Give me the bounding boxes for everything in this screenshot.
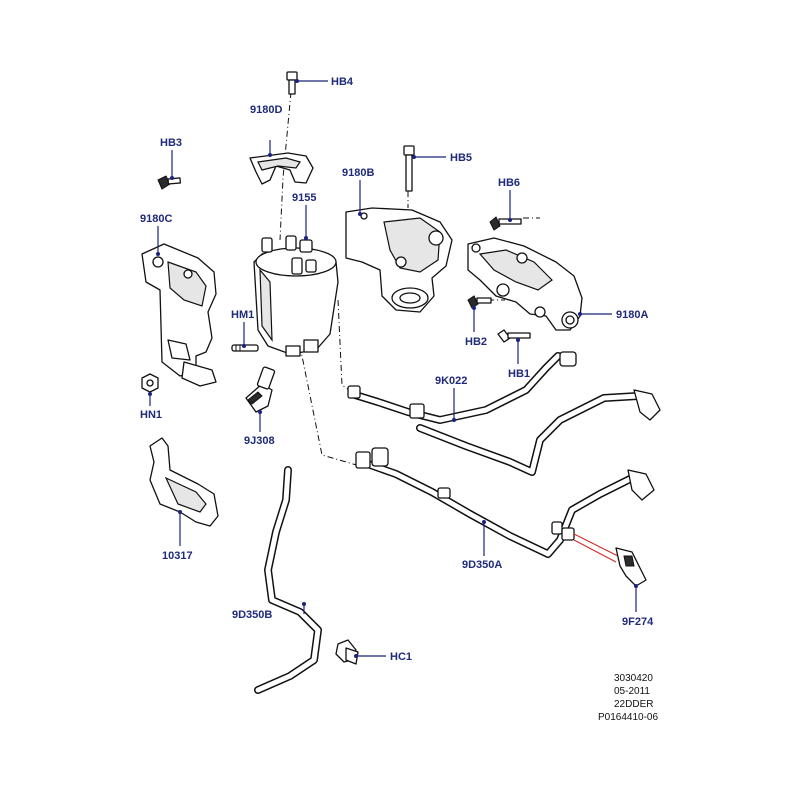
bolt-hb6[interactable] (489, 216, 522, 231)
label-hm1[interactable]: HM1 (231, 309, 254, 321)
reference-line-1: 3030420 (614, 673, 653, 684)
part-labels: HB4 9180D HB3 HB5 9180B HB6 9155 9180C H… (140, 76, 654, 663)
label-hb1[interactable]: HB1 (508, 368, 530, 380)
reference-line-3: 22DDER (614, 699, 653, 710)
label-9180b[interactable]: 9180B (342, 167, 374, 179)
label-9180d[interactable]: 9180D (250, 104, 282, 116)
clip-hc1[interactable] (335, 639, 359, 665)
fuel-filter-9155[interactable] (253, 235, 339, 357)
bolt-hb1[interactable] (497, 329, 531, 343)
label-9k022[interactable]: 9K022 (435, 375, 467, 387)
leaders (148, 79, 638, 658)
bracket-9180b[interactable] (345, 207, 453, 313)
label-9180c[interactable]: 9180C (140, 213, 172, 225)
label-hb6[interactable]: HB6 (498, 177, 520, 189)
label-hb5[interactable]: HB5 (450, 152, 472, 164)
sensor-9j308[interactable] (245, 366, 276, 413)
bracket-10317[interactable] (149, 437, 219, 527)
reference-line-2: 05-2011 (614, 686, 650, 697)
reference-line-4: P0164410-06 (598, 712, 658, 723)
bracket-9180c[interactable] (141, 243, 217, 387)
label-10317[interactable]: 10317 (162, 550, 193, 562)
label-9d350b[interactable]: 9D350B (232, 609, 272, 621)
label-9155[interactable]: 9155 (292, 192, 316, 204)
nut-hn1[interactable] (141, 373, 159, 393)
label-hb2[interactable]: HB2 (465, 336, 487, 348)
label-9f274[interactable]: 9F274 (622, 616, 654, 628)
label-9j308[interactable]: 9J308 (244, 435, 275, 447)
label-hn1[interactable]: HN1 (140, 409, 162, 421)
hose-9d350a[interactable] (355, 447, 655, 558)
bracket-9180a[interactable] (467, 237, 583, 331)
bolt-hb2[interactable] (467, 295, 492, 309)
reference-block: 3030420 05-2011 22DDER P0164410-06 (598, 673, 658, 723)
hose-9d350b[interactable] (254, 466, 322, 694)
bracket-9180d[interactable] (249, 152, 314, 185)
label-hb3[interactable]: HB3 (160, 137, 182, 149)
label-9180a[interactable]: 9180A (616, 309, 648, 321)
label-hb4[interactable]: HB4 (331, 76, 354, 88)
bolt-hb4[interactable] (286, 71, 298, 95)
label-hc1[interactable]: HC1 (390, 651, 412, 663)
label-9d350a[interactable]: 9D350A (462, 559, 502, 571)
hose-9k022[interactable] (347, 351, 661, 476)
connector-9f274[interactable] (573, 533, 647, 587)
bolt-hb3[interactable] (157, 175, 182, 190)
bolt-hb5[interactable] (403, 145, 415, 192)
